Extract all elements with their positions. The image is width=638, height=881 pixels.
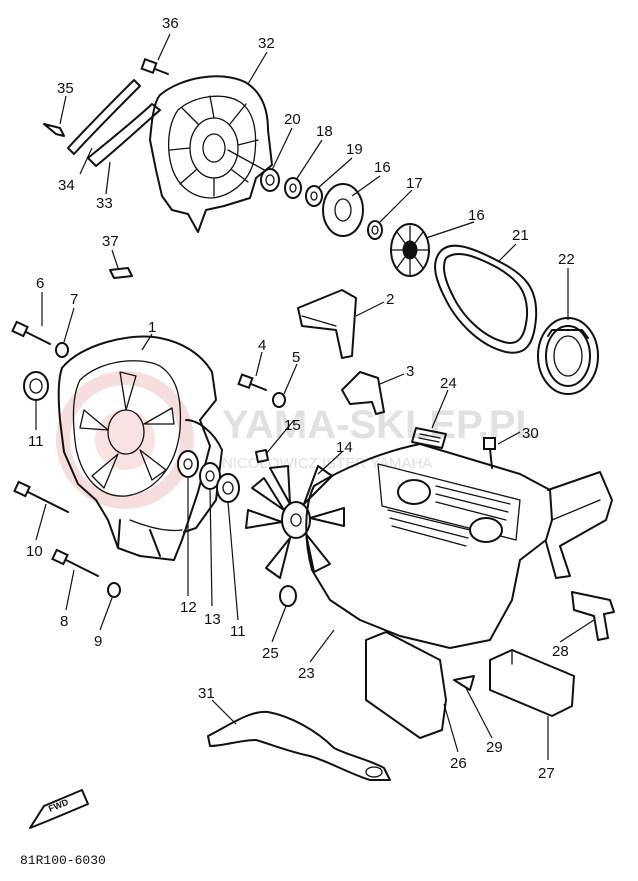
part-label-16-lower: 16	[468, 207, 485, 224]
part-label-26: 26	[450, 755, 467, 772]
part-label-7: 7	[70, 291, 78, 308]
washer-19	[305, 185, 323, 207]
part-label-1: 1	[148, 319, 156, 336]
label-plate-24	[411, 427, 447, 449]
part-label-23: 23	[298, 665, 315, 682]
bearing-13	[199, 462, 221, 490]
washer-9	[107, 582, 121, 598]
part-label-21: 21	[512, 227, 529, 244]
part-label-11-right: 11	[230, 623, 246, 640]
plate-26	[365, 631, 447, 739]
part-label-18: 18	[316, 123, 333, 140]
part-label-4: 4	[258, 337, 266, 354]
part-label-30: 30	[522, 425, 539, 442]
part-label-17: 17	[406, 175, 423, 192]
fwd-label: FWD	[47, 797, 70, 814]
catalog-code: 81R100-6030	[20, 853, 106, 868]
shroud-23	[305, 443, 613, 649]
part-label-2: 2	[386, 291, 394, 308]
pulley-22	[537, 317, 599, 395]
clip-29	[453, 675, 475, 691]
collar-25	[279, 585, 297, 607]
washer-18	[284, 177, 302, 199]
bolt-8	[51, 548, 99, 577]
bolt-6	[11, 320, 51, 345]
part-label-34: 34	[58, 177, 75, 194]
pulley-half-16-upper	[322, 183, 364, 237]
washer-17	[367, 220, 383, 240]
bolt-36	[140, 57, 169, 75]
bolt-30	[483, 437, 496, 469]
washer-37	[109, 267, 133, 279]
clip-35	[43, 123, 65, 137]
seal-11-left	[23, 371, 49, 401]
part-label-22: 22	[558, 251, 575, 268]
washer-20	[260, 168, 280, 192]
strip-28	[571, 591, 615, 641]
part-label-37: 37	[102, 233, 119, 250]
part-label-19: 19	[346, 141, 363, 158]
bolt-4	[237, 373, 267, 391]
band-34	[67, 79, 141, 155]
key-15	[255, 449, 269, 463]
part-label-28: 28	[552, 643, 569, 660]
fwd-arrow-icon: FWD	[29, 789, 89, 829]
seal-11-right	[216, 473, 240, 503]
v-belt-21	[434, 244, 538, 354]
band-33	[87, 103, 161, 167]
part-label-33: 33	[96, 195, 113, 212]
part-label-25: 25	[262, 645, 279, 662]
duct-31	[207, 710, 391, 781]
bolt-10	[13, 480, 69, 513]
bracket-2	[297, 289, 357, 359]
part-label-10: 10	[26, 543, 43, 560]
washer-5	[272, 392, 286, 408]
part-label-29: 29	[486, 739, 503, 756]
part-label-27: 27	[538, 765, 555, 782]
part-label-32: 32	[258, 35, 275, 52]
part-label-24: 24	[440, 375, 457, 392]
part-label-11-left: 11	[28, 433, 44, 450]
seal-12	[177, 450, 199, 478]
part-label-8: 8	[60, 613, 68, 630]
leader-lines	[35, 33, 595, 760]
part-labels: 36 32 35 34 33 20 18 19 16 17 16 21 22 3…	[26, 15, 575, 782]
seal-27	[489, 649, 575, 717]
part-label-9: 9	[94, 633, 102, 650]
part-label-6: 6	[36, 275, 44, 292]
part-label-31: 31	[198, 685, 215, 702]
watermark: YAMA-SKLEP.PL NICOŁOWICZ ISTER YAMAHA	[56, 371, 540, 509]
bracket-3	[341, 371, 385, 415]
part-label-3: 3	[406, 363, 414, 380]
part-label-15: 15	[284, 417, 301, 434]
pulley-half-16-lower	[390, 223, 430, 277]
part-label-13: 13	[204, 611, 221, 628]
part-label-35: 35	[57, 80, 74, 97]
part-label-14: 14	[336, 439, 353, 456]
fan-cover-32	[149, 75, 273, 233]
washer-7	[55, 342, 69, 358]
part-label-20: 20	[284, 111, 301, 128]
part-label-36: 36	[162, 15, 179, 32]
part-label-16-upper: 16	[374, 159, 391, 176]
part-label-5: 5	[292, 349, 300, 366]
part-label-12: 12	[180, 599, 197, 616]
fan-14	[245, 465, 345, 579]
